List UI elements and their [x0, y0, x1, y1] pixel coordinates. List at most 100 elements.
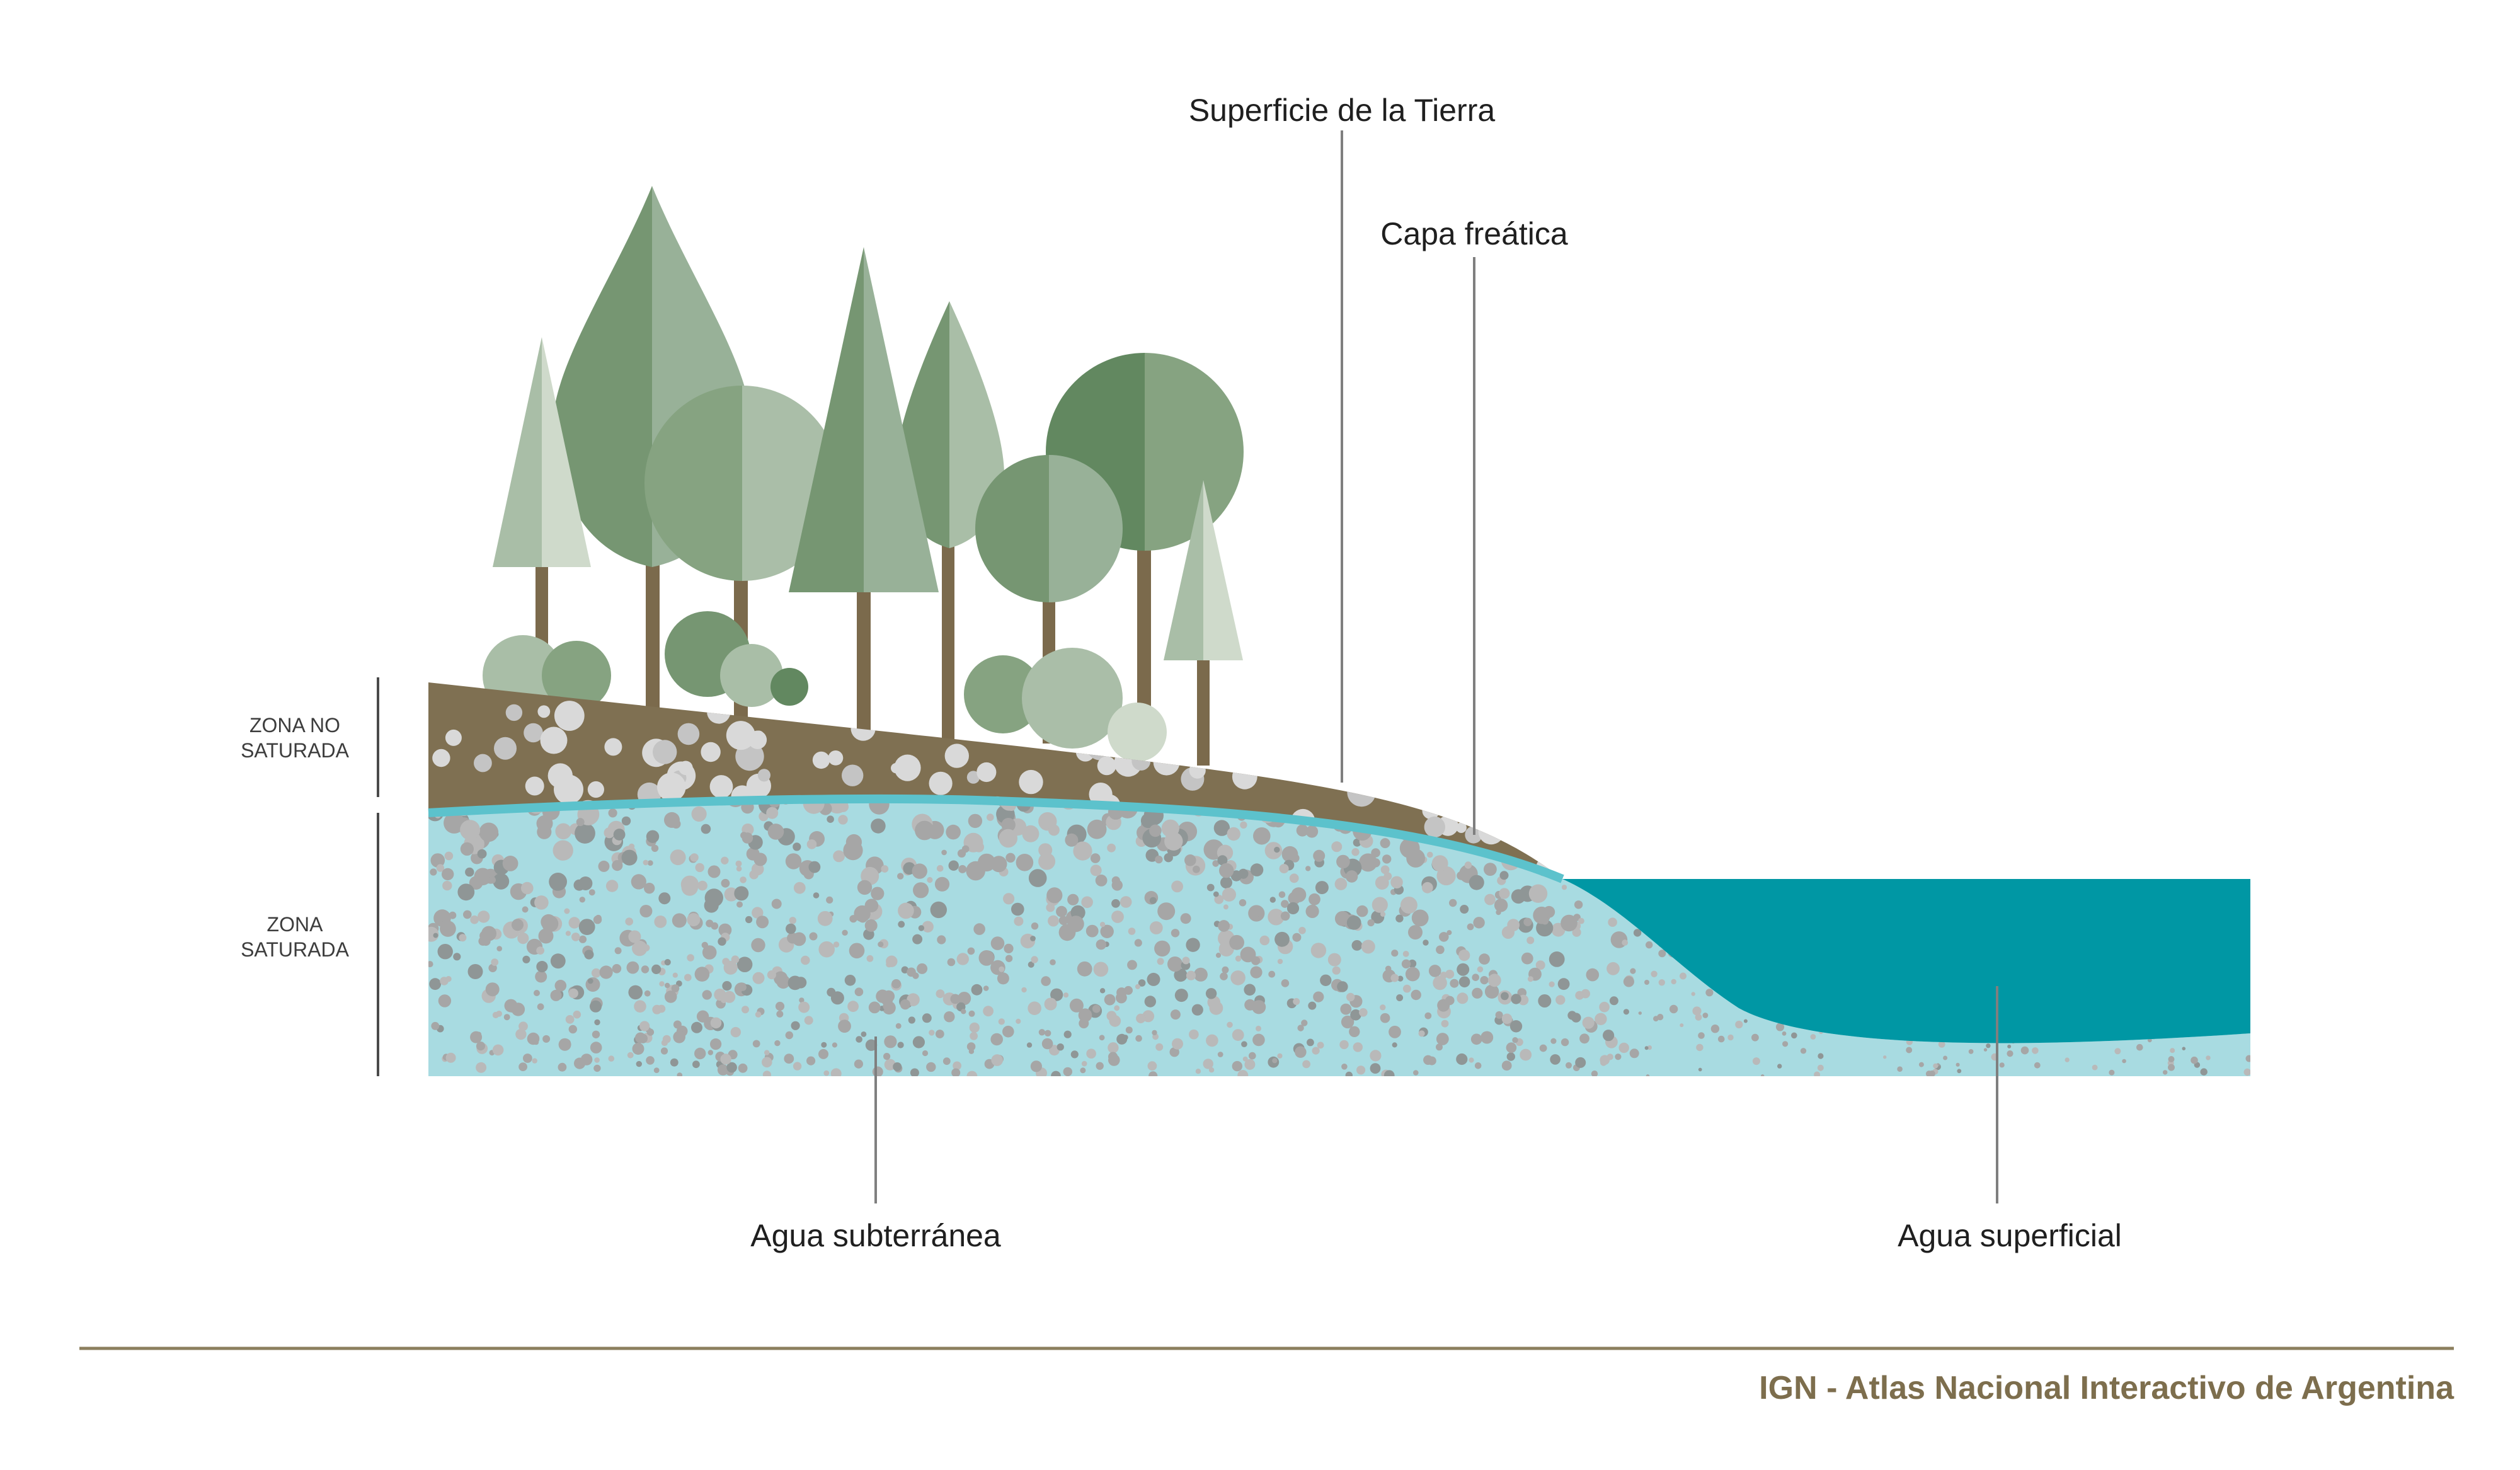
pebble-icon: [1308, 1001, 1317, 1010]
pebble-icon: [1452, 798, 1471, 813]
pebble-icon: [536, 961, 548, 973]
pebble-icon: [1081, 1060, 1087, 1067]
pebble-icon: [690, 853, 699, 862]
pebble-icon: [1214, 711, 1242, 738]
pebble-icon: [1346, 916, 1361, 930]
pebble-icon: [1170, 1009, 1181, 1020]
pebble-icon: [612, 860, 623, 871]
pebble-icon: [1549, 951, 1565, 967]
pebble-icon: [1279, 864, 1289, 874]
pebble-icon: [2200, 835, 2211, 846]
pebble-icon: [1707, 844, 1712, 849]
pebble-icon: [872, 1066, 883, 1076]
pebble-icon: [1004, 943, 1014, 953]
surface-water-label: Agua superficial: [1898, 1218, 2122, 1253]
pebble-icon: [726, 1062, 737, 1073]
pebble-icon: [628, 930, 641, 943]
pebble-icon: [2048, 835, 2052, 840]
pebble-icon: [2122, 1059, 2126, 1064]
pebble-icon: [1206, 883, 1215, 892]
pebble-icon: [2146, 841, 2155, 849]
pebble-icon: [935, 1030, 944, 1038]
pebble-icon: [827, 815, 834, 823]
pebble-icon: [1623, 856, 1639, 872]
pebble-icon: [1908, 862, 1921, 875]
pebble-icon: [983, 985, 989, 991]
pebble-icon: [1777, 1064, 1782, 1069]
pebble-icon: [647, 860, 653, 866]
pebble-icon: [1508, 699, 1531, 721]
pebble-icon: [1415, 801, 1424, 809]
pebble-icon: [723, 960, 738, 975]
pebble-icon: [646, 830, 660, 843]
pebble-icon: [534, 895, 549, 910]
pebble-icon: [512, 919, 524, 931]
pebble-icon: [806, 839, 817, 849]
pebble-icon: [1258, 682, 1286, 705]
pebble-icon: [738, 1063, 748, 1073]
pebble-icon: [1424, 1012, 1432, 1019]
pebble-icon: [554, 980, 567, 992]
pebble-icon: [555, 823, 571, 840]
pebble-icon: [1521, 952, 1533, 965]
pebble-icon: [968, 813, 983, 829]
pebble-icon: [961, 845, 970, 853]
pebble-icon: [847, 1001, 859, 1013]
pebble-icon: [1069, 998, 1084, 1013]
pebble-icon: [565, 931, 571, 936]
pebble-icon: [1390, 876, 1403, 889]
pebble-icon: [801, 955, 810, 965]
pebble-icon: [695, 863, 704, 873]
pebble-icon: [838, 815, 848, 825]
pebble-icon: [934, 876, 950, 892]
pebble-icon: [1511, 889, 1526, 904]
pebble-icon: [1457, 963, 1470, 976]
pebble-icon: [1599, 1001, 1610, 1013]
pebble-icon: [1819, 798, 1832, 805]
pebble-icon: [1667, 863, 1671, 867]
pebble-icon: [1705, 989, 1714, 997]
pebble-icon: [1171, 880, 1183, 893]
pebble-icon: [1220, 972, 1228, 980]
pebble-icon: [1016, 854, 1034, 871]
pebble-icon: [1148, 1071, 1158, 1076]
pebble-icon: [2059, 826, 2065, 832]
pebble-icon: [937, 935, 946, 945]
pebble-icon: [756, 916, 769, 929]
pebble-icon: [1436, 1043, 1443, 1051]
pebble-icon: [1469, 875, 1484, 890]
pebble-icon: [604, 827, 615, 839]
pebble-icon: [1045, 1030, 1051, 1037]
pebble-icon: [1191, 1004, 1203, 1016]
pebble-icon: [1983, 804, 1996, 817]
pebble-icon: [2165, 857, 2175, 866]
pebble-icon: [432, 749, 450, 767]
pebble-icon: [1458, 976, 1470, 988]
pebble-icon: [1999, 837, 2013, 851]
pebble-icon: [652, 1004, 662, 1014]
pebble-icon: [969, 1022, 980, 1033]
pebble-icon: [789, 917, 797, 924]
pebble-icon: [1227, 1021, 1233, 1028]
pebble-icon: [1933, 1063, 1939, 1069]
pebble-icon: [1561, 914, 1578, 932]
pebble-icon: [1561, 813, 1578, 830]
pebble-icon: [2007, 1050, 2013, 1057]
pebble-icon: [1806, 842, 1819, 856]
pebble-icon: [1810, 1034, 1816, 1040]
pebble-icon: [1392, 1042, 1397, 1048]
pebble-icon: [2105, 806, 2110, 811]
pebble-icon: [1484, 984, 1499, 999]
pebble-icon: [470, 915, 479, 924]
pebble-icon: [1775, 1023, 1785, 1031]
pebble-icon: [912, 934, 923, 945]
pebble-icon: [1048, 824, 1060, 836]
pebble-icon: [1646, 1074, 1650, 1076]
pebble-icon: [1499, 888, 1510, 899]
pebble-icon: [1155, 855, 1163, 864]
pebble-icon: [1258, 694, 1281, 717]
pebble-icon: [1978, 838, 1982, 842]
pebble-icon: [632, 1043, 644, 1055]
pebble-icon: [2034, 1062, 2041, 1069]
